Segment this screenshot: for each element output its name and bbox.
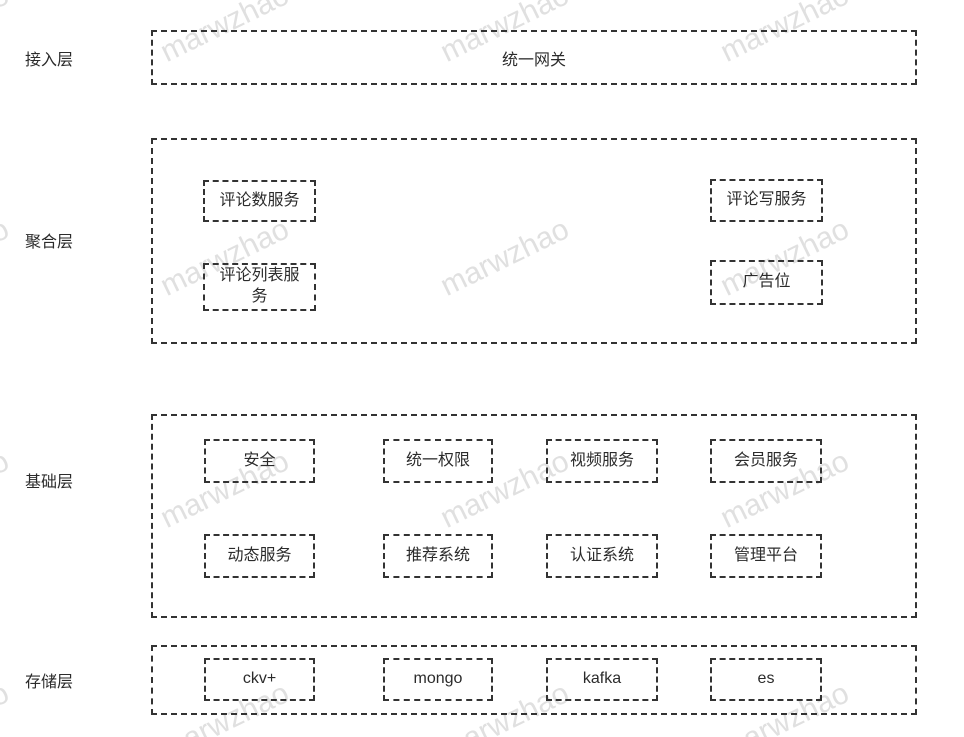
layer-box-text-access: 统一网关 — [501, 51, 566, 69]
layer-label-base: 基础层 — [25, 474, 74, 491]
layer-box-storage — [151, 645, 917, 715]
diagram-node-aggregation-2: 评论列表服务 — [203, 263, 316, 311]
diagram-node-base-3: 会员服务 — [710, 439, 822, 483]
watermark-text: marwzhao — [0, 676, 15, 737]
diagram-node-aggregation-3: 广告位 — [710, 260, 823, 305]
layer-box-aggregation — [151, 138, 917, 344]
watermark-text: marwzhao — [0, 0, 15, 69]
diagram-node-base-6: 认证系统 — [546, 534, 658, 578]
diagram-node-base-1: 统一权限 — [383, 439, 493, 483]
layer-box-base — [151, 414, 917, 618]
watermark-text: marwzhao — [0, 212, 15, 303]
diagram-node-storage-3: es — [710, 658, 822, 701]
layer-label-access: 接入层 — [25, 52, 74, 69]
layer-label-storage: 存储层 — [25, 674, 74, 691]
diagram-node-base-4: 动态服务 — [204, 534, 315, 578]
diagram-node-storage-2: kafka — [546, 658, 658, 701]
diagram-node-base-5: 推荐系统 — [383, 534, 493, 578]
diagram-node-base-7: 管理平台 — [710, 534, 822, 578]
diagram-node-base-0: 安全 — [204, 439, 315, 483]
layer-box-access: 统一网关 — [151, 30, 917, 85]
watermark-text: marwzhao — [0, 444, 15, 535]
diagram-node-base-2: 视频服务 — [546, 439, 658, 483]
layer-label-aggregation: 聚合层 — [25, 234, 74, 251]
diagram-node-aggregation-0: 评论数服务 — [203, 180, 316, 222]
diagram-node-aggregation-1: 评论写服务 — [710, 179, 823, 222]
diagram-node-storage-0: ckv+ — [204, 658, 315, 701]
diagram-node-storage-1: mongo — [383, 658, 493, 701]
